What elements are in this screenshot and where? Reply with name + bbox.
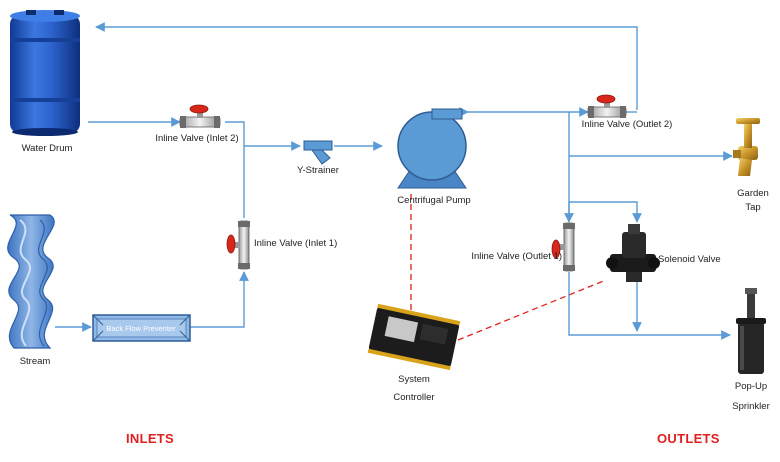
- pipe-outlet1-to-sprinkler: [568, 272, 731, 340]
- pipe-inlet2-to-junction: [225, 121, 245, 146]
- signal-controller-to-solenoid: [457, 279, 607, 341]
- garden-tap-label-line2: Tap: [745, 202, 761, 213]
- water-drum-label: Water Drum: [21, 143, 73, 154]
- back-flow-preventer-label: Back Flow Preventer: [106, 324, 176, 333]
- system-controller-icon: [367, 303, 461, 371]
- inline-valve-outlet1-label: Inline Valve (Outlet 1): [471, 251, 562, 262]
- popup-sprinkler-icon: [736, 288, 766, 374]
- inline-valve-outlet1-icon: [551, 222, 575, 272]
- pipe-bfp-to-inlet1: [190, 271, 249, 328]
- centrifugal-pump-icon: [397, 108, 467, 189]
- pipe-network: [55, 22, 733, 340]
- solenoid-valve-icon: [606, 224, 660, 282]
- inline-valve-outlet2-icon: [587, 94, 627, 118]
- centrifugal-pump-label: Centrifugal Pump: [397, 195, 471, 206]
- back-flow-preventer: Back Flow Preventer: [92, 314, 191, 342]
- solenoid-valve-label: Solenoid Valve: [658, 254, 721, 265]
- inlets-heading: INLETS: [126, 431, 175, 446]
- y-strainer-label: Y-Strainer: [297, 165, 339, 176]
- garden-tap-icon: [733, 118, 760, 176]
- y-strainer-icon: [303, 140, 333, 165]
- inline-valve-outlet2-label: Inline Valve (Outlet 2): [581, 119, 673, 130]
- outlets-heading: OUTLETS: [657, 431, 720, 446]
- system-controller-label-line1: System: [398, 374, 430, 385]
- inline-valve-inlet2-icon: [179, 104, 221, 128]
- stream-label: Stream: [19, 356, 51, 367]
- water-drum-icon: [10, 10, 80, 136]
- signal-lines: [410, 192, 607, 341]
- popup-sprinkler-label-line2: Sprinkler: [732, 401, 770, 412]
- popup-sprinkler-label-line1: Pop-Up: [734, 381, 768, 392]
- pipe-return-to-drum: [95, 22, 638, 110]
- system-controller-label-line2: Controller: [393, 392, 435, 403]
- inline-valve-inlet2-label: Inline Valve (Inlet 2): [155, 133, 239, 144]
- inline-valve-inlet1-icon: [226, 220, 250, 270]
- inline-valve-inlet1-label: Inline Valve (Inlet 1): [254, 238, 338, 249]
- stream-icon: [7, 214, 55, 349]
- garden-tap-label-line1: Garden: [737, 188, 769, 199]
